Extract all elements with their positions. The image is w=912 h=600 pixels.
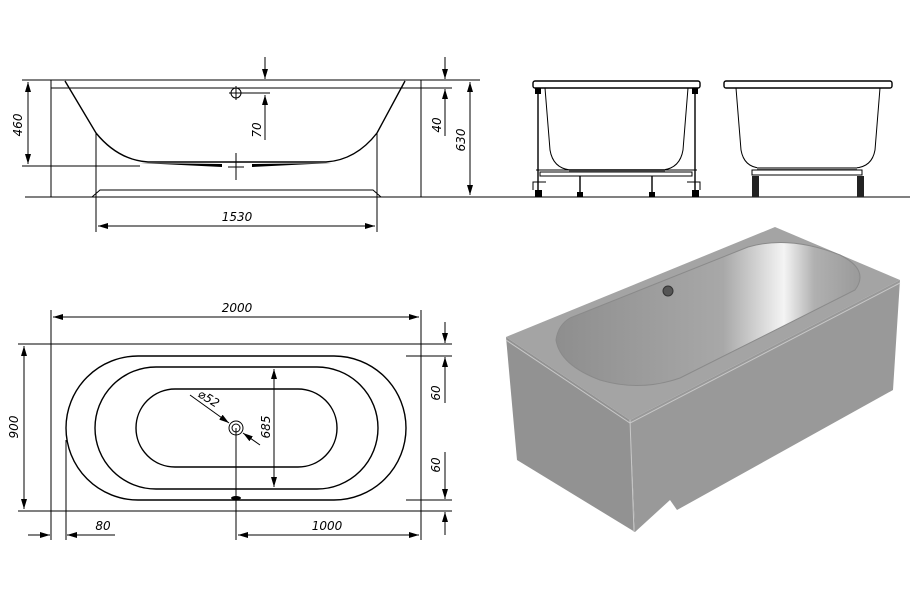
tub-profile [64,80,406,163]
base-plate [91,189,382,198]
height-dimension: 630 [454,128,468,151]
rim-bottom-dimension: 60 [429,457,443,473]
side-outline [50,79,422,198]
end-view-frame [532,80,701,197]
rim-dimension: 40 [430,117,444,133]
width-dimension: 900 [7,415,21,438]
inner-width-dimension: 685 [259,416,273,439]
panel-length-dimension: 1530 [222,210,253,224]
plan-view: 2000 900 ⌀52 685 60 60 80 1000 [7,301,452,540]
edge-offset-dimension: 80 [95,519,111,533]
side-view: 460 70 40 630 1530 [11,57,480,232]
end-view-feet [723,80,893,197]
tub-bottom-shading [140,163,332,167]
length-dimension: 2000 [222,301,253,315]
render-overflow-icon [662,285,674,297]
depth-dimension: 460 [11,113,25,136]
render-bowl [555,242,861,386]
render-side-face [506,337,635,532]
drain-position-dimension: 1000 [312,519,343,533]
render-front-face [630,280,900,532]
rim-top-dimension: 60 [429,385,443,401]
drain-diameter-dimension: ⌀52 [195,387,221,411]
bathtub-3d-render [505,227,901,533]
overflow-offset-dimension: 70 [250,122,264,138]
